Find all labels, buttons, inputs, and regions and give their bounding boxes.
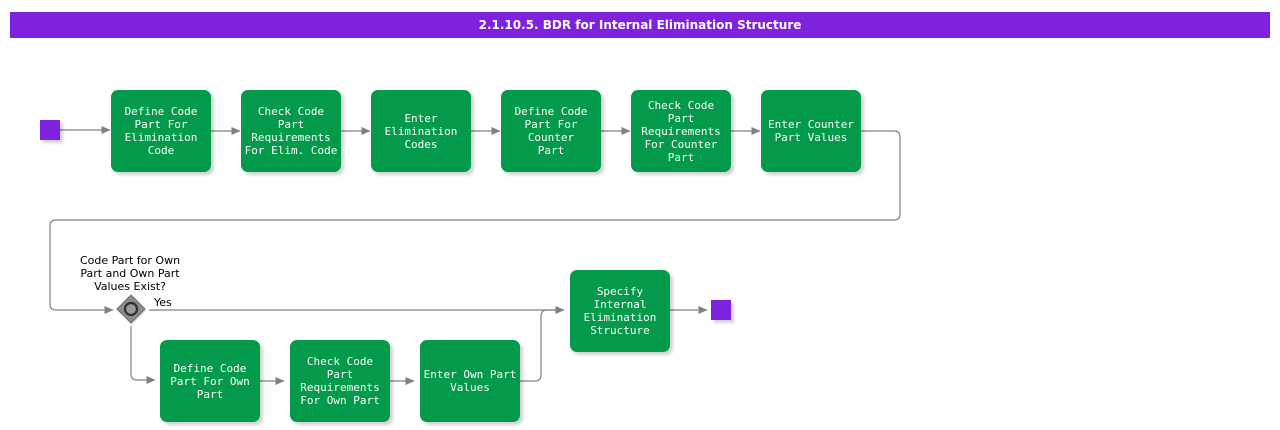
node-define-code-part-for-counter-part[interactable]: Define Code Part For Counter Part bbox=[501, 90, 601, 172]
node-enter-elimination-codes[interactable]: Enter Elimination Codes bbox=[371, 90, 471, 172]
node-label: Check Code Part Requirements For Counter… bbox=[641, 98, 721, 164]
node-label: Check Code Part Requirements For Own Par… bbox=[300, 355, 380, 407]
start-node[interactable] bbox=[40, 120, 60, 140]
decision-diamond-icon bbox=[116, 294, 146, 325]
page-title: 2.1.10.5. BDR for Internal Elimination S… bbox=[478, 18, 802, 32]
edge-label-yes: Yes bbox=[154, 296, 172, 309]
edge-n9-to-n10 bbox=[520, 309, 560, 382]
node-check-code-part-requirements-for-elim-code[interactable]: Check Code Part Requirements For Elim. C… bbox=[241, 90, 341, 172]
node-label: Enter Counter Part Values bbox=[767, 118, 855, 144]
node-label: Define Code Part For Own Part bbox=[170, 361, 250, 401]
node-define-code-part-for-elimination-code[interactable]: Define Code Part For Elimination Code bbox=[111, 90, 211, 172]
end-node[interactable] bbox=[711, 300, 731, 320]
diagram-title-bar: 2.1.10.5. BDR for Internal Elimination S… bbox=[10, 12, 1270, 38]
node-label: Define Code Part For Elimination Code bbox=[124, 105, 198, 157]
node-specify-internal-elimination-structure[interactable]: Specify Internal Elimination Structure bbox=[570, 270, 670, 352]
node-label: Specify Internal Elimination Structure bbox=[583, 285, 657, 337]
decision-question-label: Code Part for Own Part and Own Part Valu… bbox=[79, 254, 181, 293]
node-label: Check Code Part Requirements For Elim. C… bbox=[244, 105, 338, 157]
node-label: Enter Elimination Codes bbox=[384, 111, 458, 151]
node-label: Enter Own Part Values bbox=[423, 368, 517, 394]
edge-decision-to-n7 bbox=[130, 326, 156, 384]
node-label: Define Code Part For Counter Part bbox=[514, 105, 588, 157]
decision-code-part-own-part-exists[interactable] bbox=[115, 294, 147, 326]
node-enter-own-part-values[interactable]: Enter Own Part Values bbox=[420, 340, 520, 422]
node-enter-counter-part-values[interactable]: Enter Counter Part Values bbox=[761, 90, 861, 172]
node-define-code-part-for-own-part[interactable]: Define Code Part For Own Part bbox=[160, 340, 260, 422]
node-check-code-part-requirements-for-own-part[interactable]: Check Code Part Requirements For Own Par… bbox=[290, 340, 390, 422]
node-check-code-part-requirements-for-counter-part[interactable]: Check Code Part Requirements For Counter… bbox=[631, 90, 731, 172]
